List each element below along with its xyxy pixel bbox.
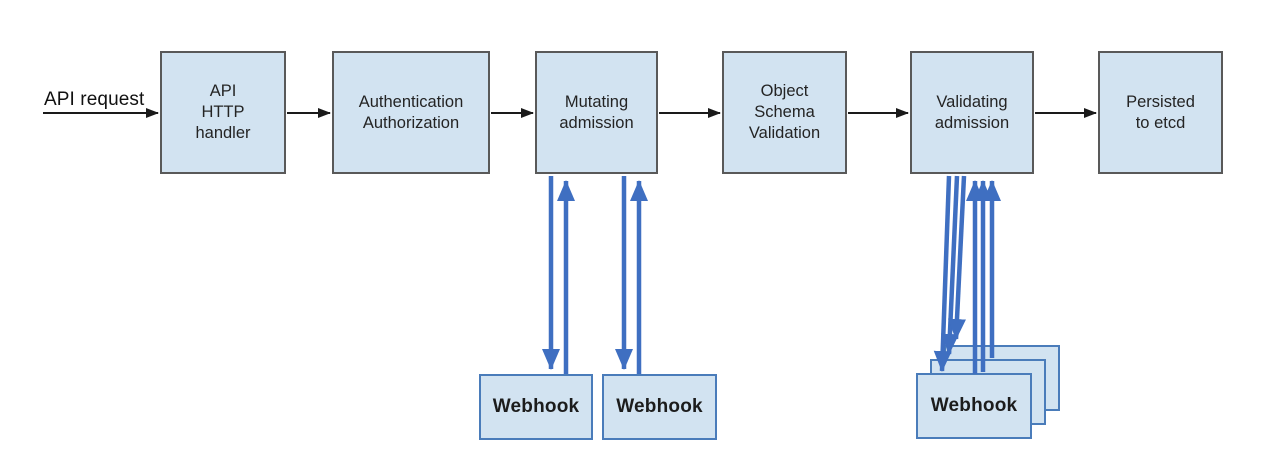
validating-webhook-box-front: Webhook [916, 373, 1032, 439]
api-request-label: API request [44, 89, 145, 110]
validating-webhook-call-arrow-1 [933, 175, 952, 372]
node-persisted-to-etcd: Persisted to etcd [1098, 51, 1223, 174]
validating-webhook-call-arrow-2 [940, 175, 960, 355]
node-api-http-handler: API HTTP handler [160, 51, 286, 174]
node-validating-admission-label: Validating admission [934, 92, 1010, 132]
node-api-http-handler-label: API HTTP handler [195, 82, 251, 142]
mutating-webhook-box-1: Webhook [479, 374, 593, 440]
node-mutating-admission: Mutating admission [535, 51, 658, 174]
node-validating-admission: Validating admission [910, 51, 1034, 174]
node-authentication-authorization: Authentication Authorization [332, 51, 490, 174]
node-object-schema-validation: Object Schema Validation [722, 51, 847, 174]
node-authentication-authorization-label: Authentication Authorization [358, 92, 464, 132]
node-object-schema-validation-label: Object Schema Validation [748, 82, 821, 142]
mutating-webhook-2-label: Webhook [616, 396, 703, 417]
mutating-webhook-1-label: Webhook [492, 396, 580, 417]
mutating-webhook-box-2: Webhook [602, 374, 717, 440]
node-mutating-admission-label: Mutating admission [559, 92, 634, 132]
validating-webhook-call-arrow-3 [947, 175, 967, 340]
node-persisted-to-etcd-label: Persisted to etcd [1126, 92, 1195, 132]
validating-webhook-front-label: Webhook [930, 395, 1018, 416]
